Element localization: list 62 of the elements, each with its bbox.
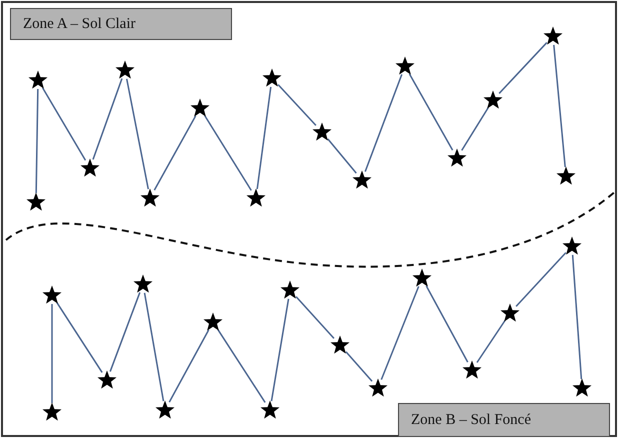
connector-line (553, 44, 566, 168)
connector-line (426, 286, 468, 362)
star-marker (246, 188, 266, 208)
star-marker (543, 26, 563, 46)
star-marker (556, 166, 576, 186)
star-marker (203, 312, 223, 332)
star-marker (368, 378, 388, 398)
star-marker (312, 122, 332, 142)
star-marker (447, 148, 467, 168)
star-marker (42, 402, 62, 422)
connector-line (256, 86, 272, 190)
connector-line (42, 87, 86, 161)
connector-line (270, 298, 290, 402)
star-marker (280, 280, 300, 300)
connector-line (126, 78, 150, 190)
connector-line (364, 74, 403, 172)
connector-line (51, 304, 53, 403)
star-marker (262, 68, 282, 88)
star-marker (572, 378, 592, 398)
star-marker (462, 360, 482, 380)
star-marker (140, 188, 160, 208)
star-marker (97, 370, 117, 390)
star-marker (260, 400, 280, 420)
star-marker (42, 285, 62, 305)
star-marker (330, 335, 350, 355)
star-marker (133, 274, 153, 294)
star-marker (115, 60, 135, 80)
connector-line (476, 320, 506, 363)
connector-line (154, 116, 196, 190)
star-marker (26, 192, 46, 212)
connector-line (296, 296, 334, 339)
connector-line (168, 330, 210, 402)
zone-label: Zone A – Sol Clair (23, 14, 136, 34)
star-marker (352, 170, 372, 190)
connector-line (144, 292, 164, 402)
connector-line (217, 329, 266, 403)
star-marker (28, 70, 48, 90)
star-marker (395, 56, 415, 76)
star-marker (483, 90, 503, 110)
connector-line (572, 254, 582, 380)
connector-line (345, 351, 373, 382)
connector-line (408, 73, 454, 151)
connector-line (516, 252, 566, 307)
connector-line (35, 88, 39, 194)
star-marker (190, 98, 210, 118)
connector-line (461, 107, 489, 151)
star-marker (562, 236, 582, 256)
zone-label-box (10, 8, 232, 40)
zone-label: Zone B – Sol Foncé (411, 410, 531, 430)
connector-line (92, 78, 123, 160)
star-marker (500, 303, 520, 323)
connector-line (380, 286, 420, 380)
zone-label-box (398, 403, 610, 437)
star-marker (155, 400, 175, 420)
star-marker (412, 268, 432, 288)
connector-line (204, 115, 252, 191)
connector-line (56, 302, 103, 373)
connector-line (327, 138, 357, 174)
connector-line (109, 292, 141, 372)
star-marker (80, 158, 100, 178)
connector-line (278, 84, 316, 126)
connector-line (498, 42, 548, 94)
